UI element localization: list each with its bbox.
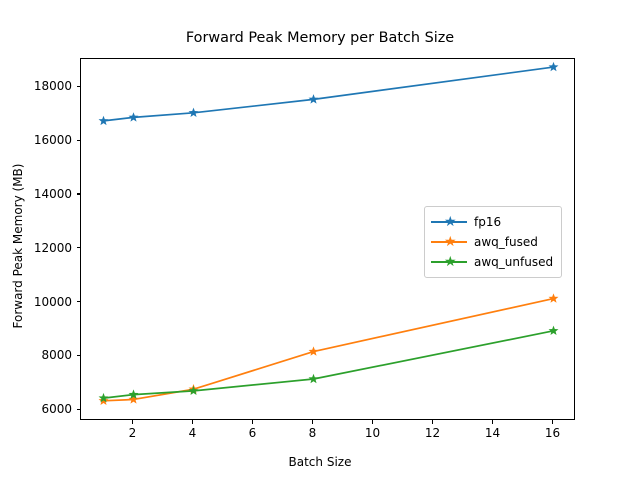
y-tick-mark (76, 408, 80, 410)
x-tick-label: 16 (544, 426, 561, 440)
x-tick-mark (492, 420, 494, 424)
series-line-awq_unfused (102, 329, 555, 399)
data-point-marker (548, 61, 559, 72)
x-tick-mark (432, 420, 434, 424)
legend-label: fp16 (474, 215, 502, 229)
y-tick-label: 16000 (33, 133, 72, 148)
x-tick-mark (552, 420, 554, 424)
legend-label: awq_fused (474, 235, 538, 249)
star-icon: ★ (444, 254, 457, 270)
y-tick-mark (76, 85, 80, 87)
x-tick-label: 2 (128, 426, 137, 440)
data-point-marker (548, 325, 559, 336)
legend-label: awq_unfused (474, 255, 554, 269)
plot-lines (98, 61, 559, 406)
x-tick-label: 10 (364, 426, 381, 440)
y-tick-label: 18000 (33, 79, 72, 94)
chart-legend: ★ fp16 ★ awq_fused ★ awq_unfused (424, 206, 563, 278)
y-tick-label: 6000 (41, 402, 72, 417)
y-axis-label: Forward Peak Memory (MB) (11, 163, 25, 329)
series-line-fp16 (102, 66, 555, 122)
x-tick-mark (312, 420, 314, 424)
star-icon: ★ (444, 234, 457, 250)
y-tick-label: 14000 (33, 186, 72, 201)
y-tick-mark (76, 193, 80, 195)
legend-item-awq_fused[interactable]: ★ awq_fused (431, 232, 553, 252)
y-tick-label: 10000 (33, 294, 72, 309)
chart-title: Forward Peak Memory per Batch Size (185, 30, 455, 46)
data-point-marker (128, 394, 139, 404)
data-point-marker (98, 392, 109, 403)
y-tick-mark (76, 139, 80, 141)
legend-line (431, 241, 467, 243)
legend-swatch: ★ (431, 235, 467, 249)
legend-line (431, 261, 467, 263)
y-tick-mark (76, 354, 80, 356)
legend-swatch: ★ (431, 215, 467, 229)
legend-swatch: ★ (431, 255, 467, 269)
data-point-marker (308, 94, 319, 104)
data-point-marker (98, 115, 109, 126)
series-line-awq_fused (102, 297, 555, 402)
legend-item-awq_unfused[interactable]: ★ awq_unfused (431, 252, 553, 272)
data-point-marker (548, 293, 559, 303)
y-tick-mark (76, 301, 80, 303)
legend-line (431, 221, 467, 223)
data-point-marker (308, 373, 319, 384)
legend-item-fp16[interactable]: ★ fp16 (431, 212, 553, 232)
data-point-marker (128, 112, 139, 122)
data-point-marker (308, 346, 319, 356)
x-tick-mark (192, 420, 194, 424)
x-tick-mark (252, 420, 254, 424)
star-icon: ★ (444, 214, 457, 230)
x-tick-label: 4 (188, 426, 197, 440)
x-tick-mark (372, 420, 374, 424)
x-tick-label: 14 (484, 426, 501, 440)
y-tick-label: 12000 (33, 240, 72, 255)
x-tick-mark (132, 420, 134, 424)
data-point-marker (128, 389, 139, 399)
data-point-marker (188, 107, 199, 118)
y-tick-label: 8000 (41, 348, 72, 363)
plot-axes (80, 58, 575, 420)
x-axis-label: Batch Size (288, 455, 352, 469)
x-tick-label: 8 (308, 426, 317, 440)
x-tick-label: 12 (424, 426, 441, 440)
y-tick-mark (76, 247, 80, 249)
x-tick-label: 6 (248, 426, 257, 440)
data-point-marker (188, 385, 199, 396)
